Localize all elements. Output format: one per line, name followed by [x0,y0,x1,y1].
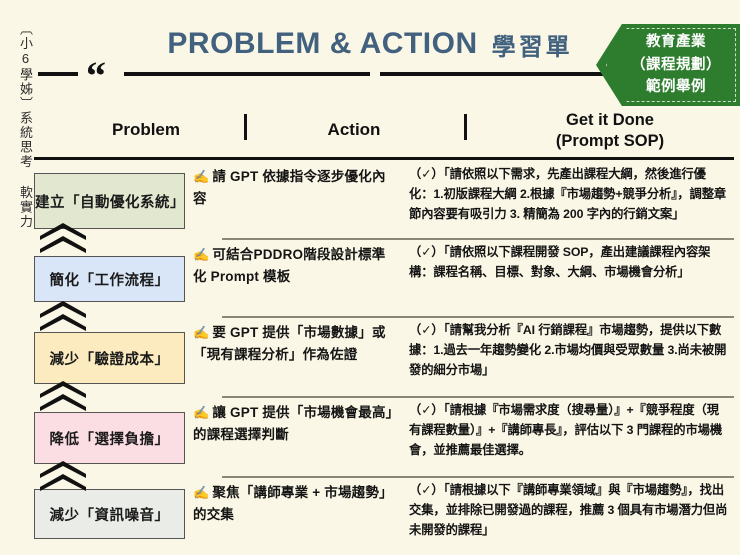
title-chinese: 學習單 [491,33,573,61]
quote-mark-icon: “ [86,53,106,98]
header-separator-1 [244,114,247,140]
problem-box[interactable]: 降低「選擇負擔」 [34,412,185,464]
problem-box[interactable]: 建立「自動優化系統」 [34,173,185,229]
worksheet-rows: 建立「自動優化系統」 ✍️請 GPT 依據指令逐步優化內容 （✓）「請依照以下需… [0,162,740,550]
chevron-up-icon [40,301,86,335]
prompt-sop-cell: （✓）「請根據『市場需求度（搜尋量）』+『競爭程度（現有課程數量）』+『講師專長… [409,403,723,457]
problem-cell: 減少「驗證成本」 [0,318,185,398]
prompt-sop-cell: （✓）「請依照以下需求，先產出課程大綱，然後進行優化：1.初版課程大綱 2.根據… [409,167,727,221]
action-text: 讓 GPT 提供「市場機會最高」的課程選擇判斷 [193,405,393,443]
row-separator [222,238,734,240]
column-header-done-line2: (Prompt SOP) [555,131,665,150]
writing-hand-icon: ✍️ [193,247,210,262]
problem-box[interactable]: 簡化「工作流程」 [34,256,185,302]
action-cell: ✍️可結合PDDRO階段設計標準化 Prompt 模板 [185,240,403,289]
action-cell: ✍️請 GPT 依據指令逐步優化內容 [185,162,403,211]
header-separator-2 [464,114,467,140]
problem-cell: 減少「資訊噪音」 [0,478,185,550]
writing-hand-icon: ✍️ [193,485,210,500]
problem-box[interactable]: 減少「資訊噪音」 [34,489,185,539]
prompt-sop-cell: （✓）「請根據以下『講師專業領域』與『市場趨勢』，找出交集，並排除已開發過的課程… [409,483,728,537]
badge-line-1: 教育產業 [646,34,706,51]
table-row: 簡化「工作流程」 ✍️可結合PDDRO階段設計標準化 Prompt 模板 （✓）… [0,223,740,318]
action-text: 聚焦「講師專業 + 市場趨勢」的交集 [193,485,393,523]
problem-box[interactable]: 減少「驗證成本」 [34,332,185,384]
problem-cell: 簡化「工作流程」 [0,240,185,318]
column-header-problem: Problem [111,120,181,139]
column-header-get-it-done: Get it Done (Prompt SOP) [474,110,740,151]
problem-cell: 建立「自動優化系統」 [0,162,185,240]
divider-dash-short [38,72,78,76]
divider-dash-long [124,72,732,76]
chevron-up-icon [40,223,86,257]
column-header-done-line1: Get it Done [565,111,654,129]
table-row: 建立「自動優化系統」 ✍️請 GPT 依據指令逐步優化內容 （✓）「請依照以下需… [0,162,740,240]
divider-gap [370,70,380,78]
page-title: PROBLEM & ACTION 學習單 [0,22,740,66]
badge-line-2: （課程規劃） [631,56,721,73]
table-row: 減少「資訊噪音」 ✍️聚焦「講師專業 + 市場趨勢」的交集 （✓）「請根據以下『… [0,461,740,550]
row-separator [222,476,734,478]
action-text: 可結合PDDRO階段設計標準化 Prompt 模板 [193,247,386,285]
table-row: 減少「驗證成本」 ✍️要 GPT 提供「市場數據」或「現有課程分析」作為佐證 （… [0,301,740,398]
header-bottom-rule [34,157,734,160]
action-text: 要 GPT 提供「市場數據」或「現有課程分析」作為佐證 [193,325,386,363]
chevron-up-icon [40,381,86,415]
column-header-action: Action [327,120,381,139]
problem-cell: 降低「選擇負擔」 [0,398,185,478]
action-text: 請 GPT 依據指令逐步優化內容 [193,169,386,207]
prompt-sop-cell: （✓）「請依照以下課程開發 SOP，產出建議課程內容架構：課程名稱、目標、對象、… [409,245,711,279]
title-divider: “ [0,56,740,96]
action-cell: ✍️要 GPT 提供「市場數據」或「現有課程分析」作為佐證 [185,318,403,367]
chevron-up-icon [40,461,86,495]
side-vertical-label: 〔小6學姊〕系統思考 軟實力 [18,22,33,229]
table-row: 降低「選擇負擔」 ✍️讓 GPT 提供「市場機會最高」的課程選擇判斷 （✓）「請… [0,381,740,478]
column-headers: Problem Action Get it Done (Prompt SOP) [34,108,734,154]
writing-hand-icon: ✍️ [193,169,210,184]
prompt-sop-cell: （✓）「請幫我分析『AI 行銷課程』市場趨勢，提供以下數據：1.過去一年趨勢變化… [409,323,727,377]
row-separator [222,396,734,398]
writing-hand-icon: ✍️ [193,405,210,420]
action-cell: ✍️讓 GPT 提供「市場機會最高」的課程選擇判斷 [185,398,403,447]
action-cell: ✍️聚焦「講師專業 + 市場趨勢」的交集 [185,478,403,527]
title-english: PROBLEM & ACTION [167,27,478,60]
badge-line-3: 範例舉例 [646,79,706,96]
writing-hand-icon: ✍️ [193,325,210,340]
row-separator [222,316,734,318]
status-badge: 教育產業 （課程規劃） 範例舉例 [596,24,740,106]
